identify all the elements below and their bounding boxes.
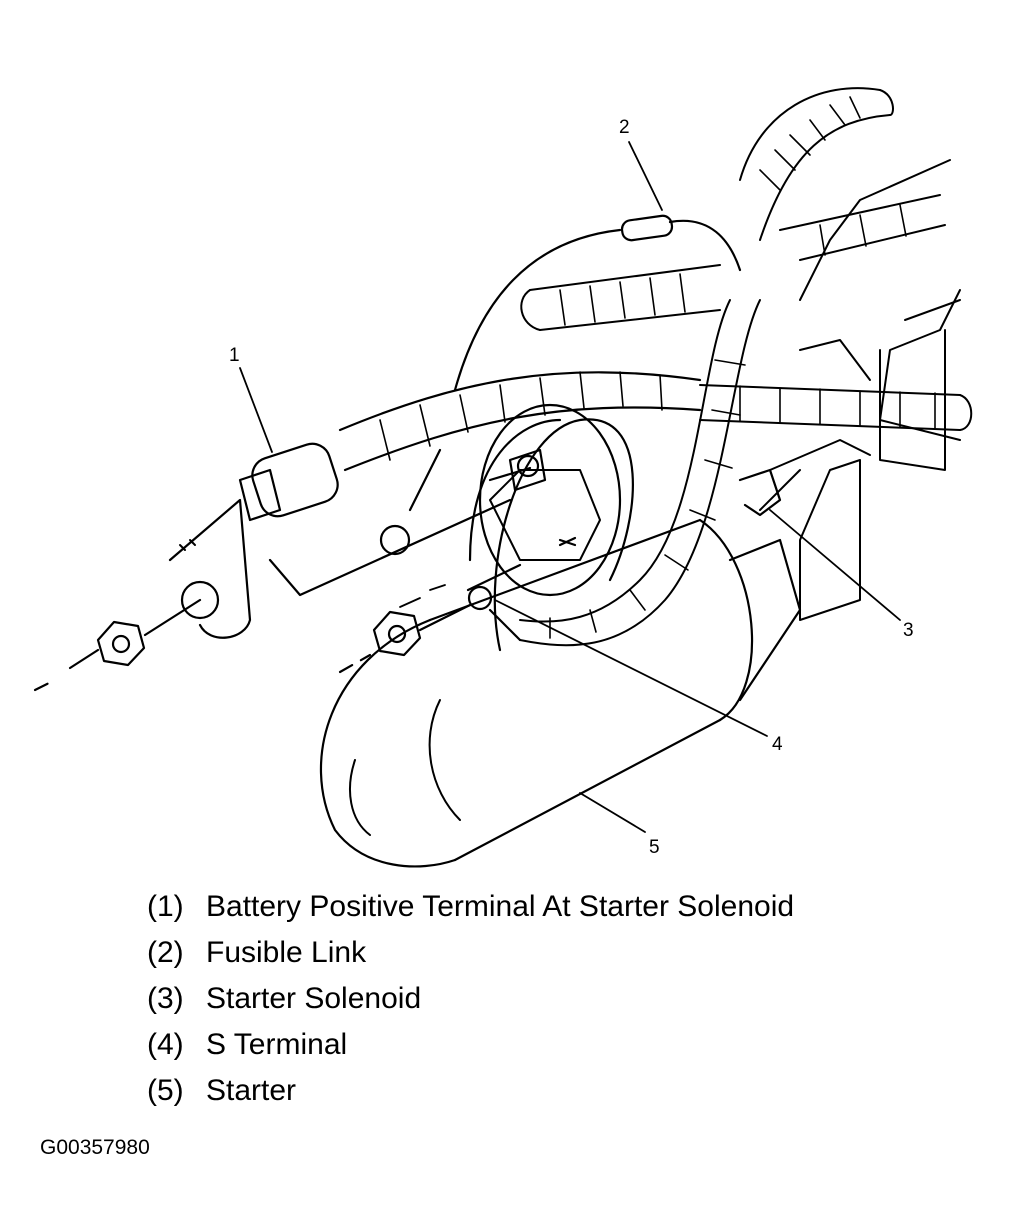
legend-label: Battery Positive Terminal At Starter Sol…	[206, 890, 795, 923]
legend-item: (4) S Terminal	[147, 1022, 794, 1068]
legend-number: (1)	[147, 890, 184, 923]
callout-5: 5	[649, 837, 660, 858]
legend-item: (2) Fusible Link	[147, 930, 794, 976]
fusible-link	[379, 214, 742, 556]
callout-2: 2	[619, 117, 630, 138]
callout-1: 1	[229, 345, 240, 366]
legend-label: Fusible Link	[206, 936, 367, 969]
callout-3: 3	[903, 620, 914, 641]
legend-item: (1) Battery Positive Terminal At Starter…	[147, 884, 794, 930]
legend-number: (5)	[147, 1074, 184, 1107]
s-terminal	[466, 536, 577, 642]
starter-solenoid	[478, 403, 782, 597]
legend-label: S Terminal	[206, 1028, 348, 1061]
wiring-conduit	[379, 87, 973, 647]
legend-item: (3) Starter Solenoid	[147, 976, 794, 1022]
engine-block	[759, 159, 961, 621]
starter-wiring-illustration	[33, 87, 973, 868]
callout-leaders	[239, 141, 901, 833]
legend-number: (4)	[147, 1028, 184, 1061]
callout-4: 4	[772, 734, 783, 755]
figure-id: G00357980	[40, 1136, 150, 1159]
legend-number: (2)	[147, 936, 184, 969]
component-legend: (1) Battery Positive Terminal At Starter…	[147, 884, 794, 1114]
legend-label: Starter	[206, 1074, 297, 1107]
legend-item: (5) Starter	[147, 1068, 794, 1114]
legend-label: Starter Solenoid	[206, 982, 422, 1015]
legend-number: (3)	[147, 982, 184, 1015]
terminal-nuts	[33, 584, 472, 692]
battery-cable	[168, 371, 702, 639]
starter-motor	[319, 418, 802, 868]
